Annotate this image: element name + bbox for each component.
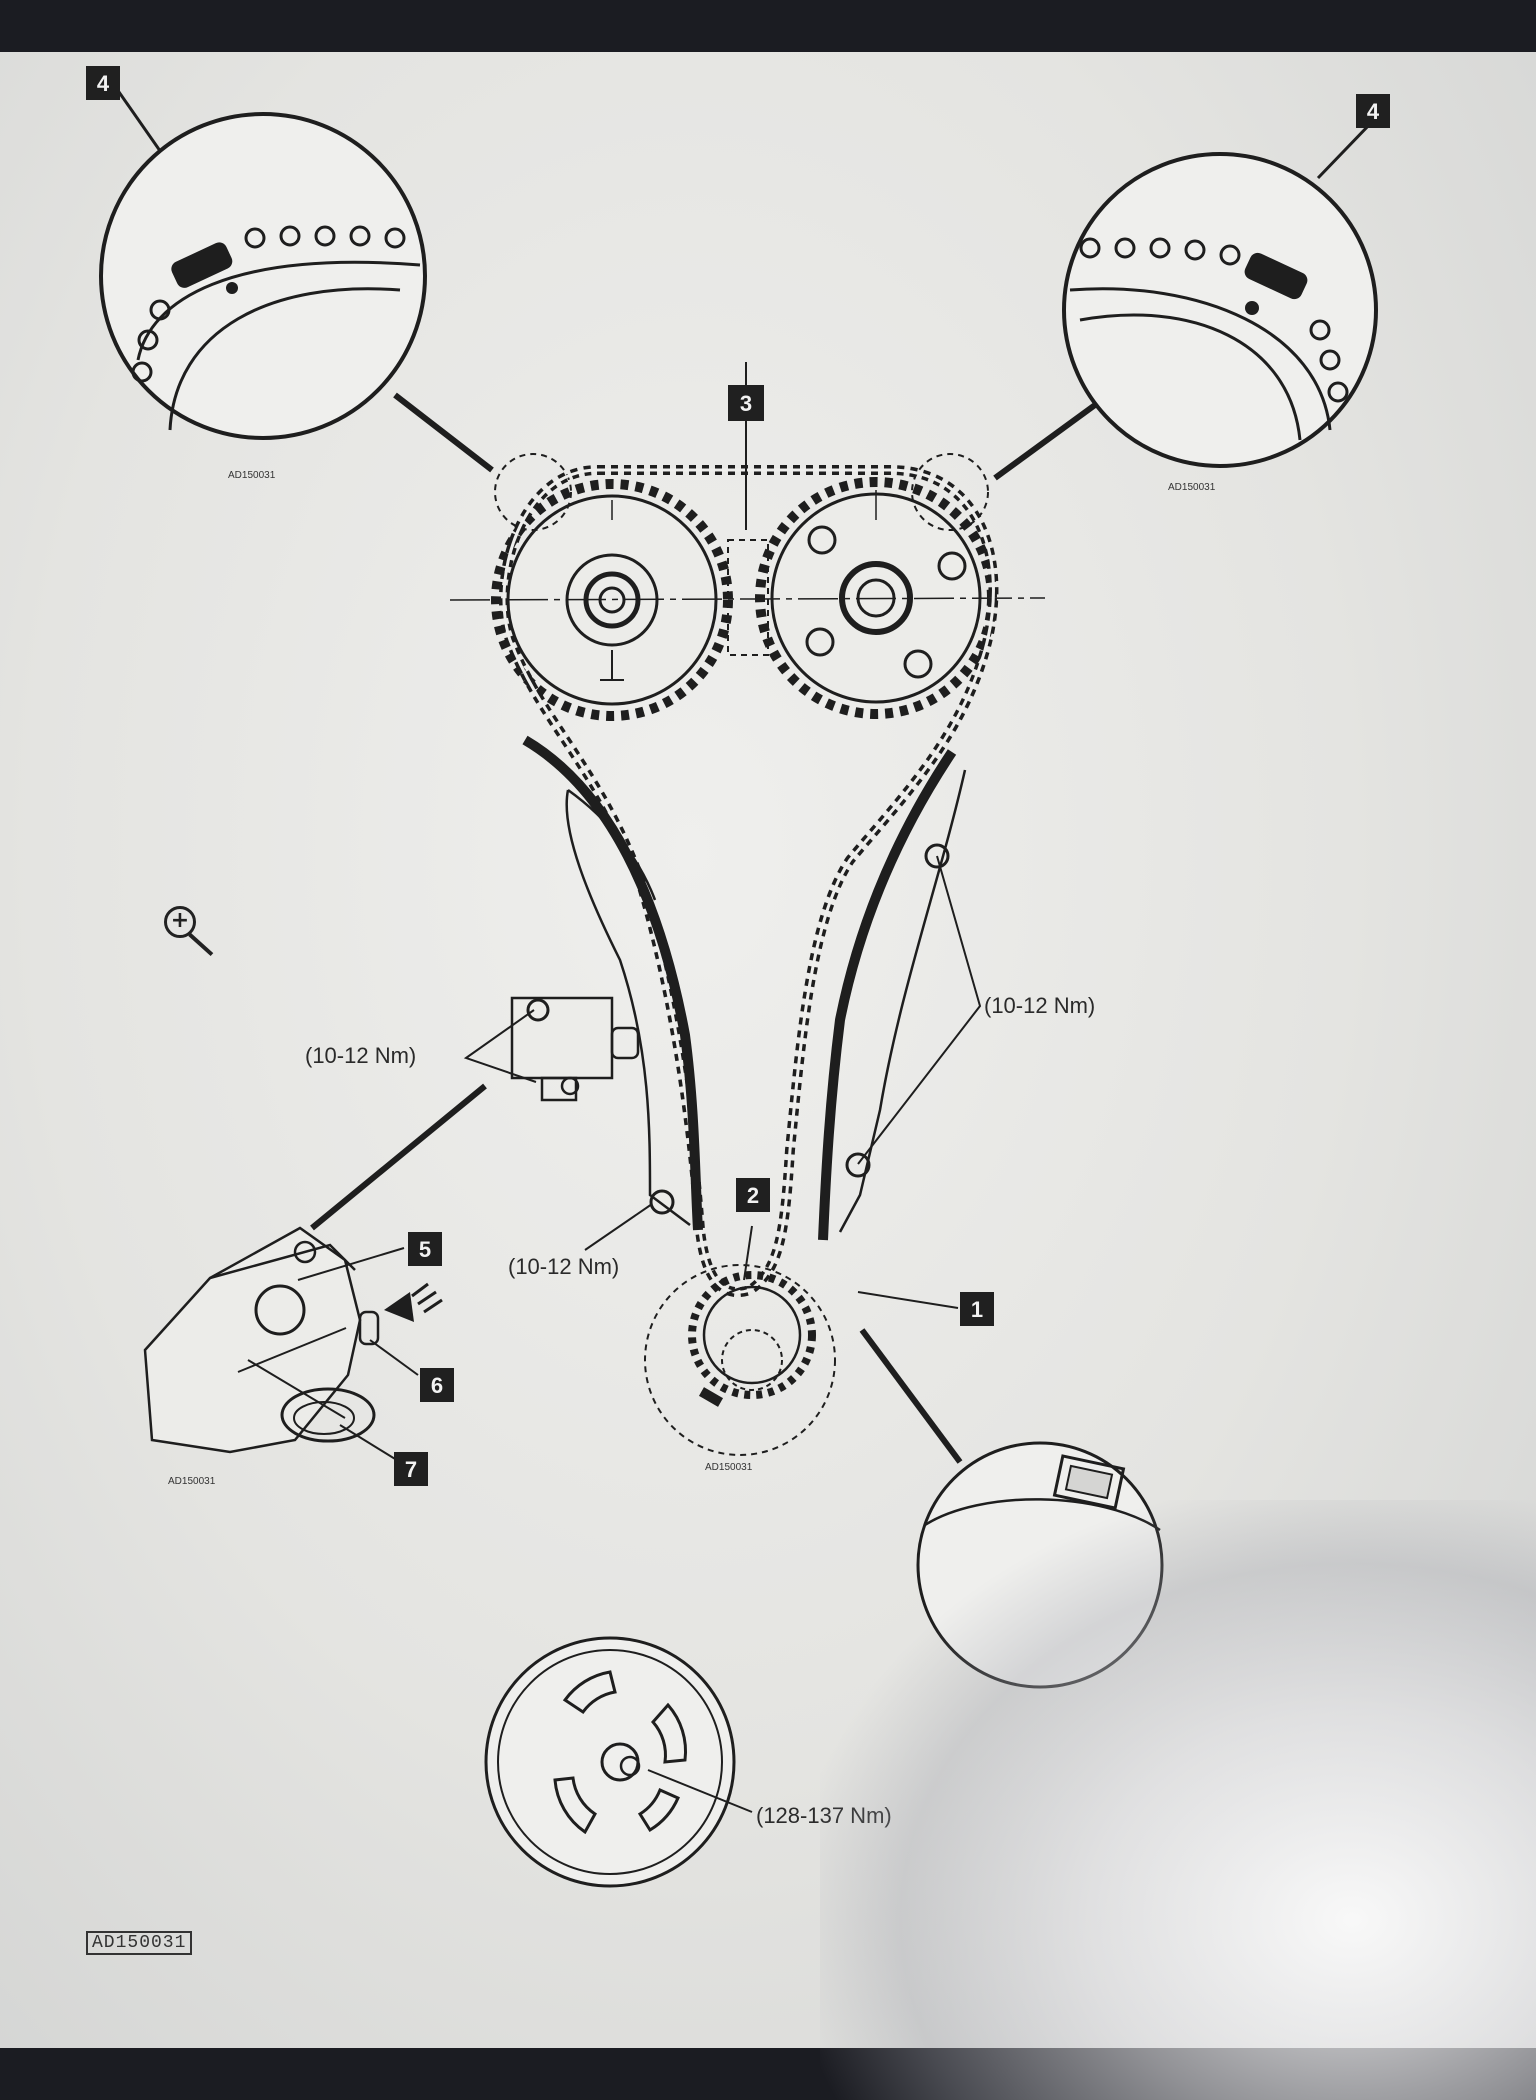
tensioner-code: AD150031 <box>168 1476 216 1487</box>
arrow-icon <box>384 1292 414 1322</box>
callout-2: 2 <box>736 1178 770 1212</box>
leader-lines <box>297 362 982 1463</box>
detail-right-code: AD150031 <box>1168 482 1216 493</box>
chain-links-detail-right <box>1079 237 1349 403</box>
figure-code: AD150031 <box>86 1931 193 1955</box>
svg-text:6: 6 <box>431 1373 443 1398</box>
detail-circle-left: AD150031 <box>99 81 494 481</box>
svg-text:7: 7 <box>405 1457 417 1482</box>
torque-left-guide: (10-12 Nm) <box>508 1254 619 1279</box>
crankshaft-sprocket: AD150031 <box>644 1264 836 1473</box>
chain-guide-right <box>818 749 967 1241</box>
tensioner-installed <box>510 996 640 1102</box>
svg-text:1: 1 <box>971 1297 983 1322</box>
crank-code: AD150031 <box>705 1462 753 1473</box>
tensioner-exploded: AD150031 <box>143 1083 487 1487</box>
sprocket-centerlines <box>449 453 1046 656</box>
timing-chain-diagram: AD150031 AD150031 <box>86 66 1390 1888</box>
callout-3: 3 <box>728 385 764 421</box>
camshaft-sprocket-left <box>491 479 733 721</box>
magnifier-plus-icon[interactable]: + <box>164 906 196 938</box>
detail-left-code: AD150031 <box>228 470 276 481</box>
callout-5: 5 <box>408 1232 442 1266</box>
detail-circle-right: AD150031 <box>993 122 1378 493</box>
svg-text:2: 2 <box>747 1183 759 1208</box>
svg-text:3: 3 <box>740 391 752 416</box>
torque-tensioner: (10-12 Nm) <box>305 1043 416 1068</box>
crank-pulley: (128-137 Nm) <box>484 1636 892 1888</box>
callout-7: 7 <box>394 1452 428 1486</box>
svg-text:5: 5 <box>419 1237 431 1262</box>
callout-4-right: 4 <box>1356 94 1390 128</box>
svg-text:4: 4 <box>97 71 110 96</box>
detail-circle-crank <box>859 1328 1164 1689</box>
callout-1: 1 <box>960 1292 994 1326</box>
svg-text:4: 4 <box>1367 99 1380 124</box>
diagram-photo: AD150031 AD150031 <box>0 0 1536 2048</box>
callout-6: 6 <box>420 1368 454 1402</box>
tensioner-guide-left <box>522 735 703 1231</box>
torque-right-guide: (10-12 Nm) <box>984 993 1095 1018</box>
torque-crank-pulley: (128-137 Nm) <box>756 1803 892 1828</box>
chain-links-detail-left <box>131 225 406 383</box>
callout-4-left: 4 <box>86 66 120 100</box>
